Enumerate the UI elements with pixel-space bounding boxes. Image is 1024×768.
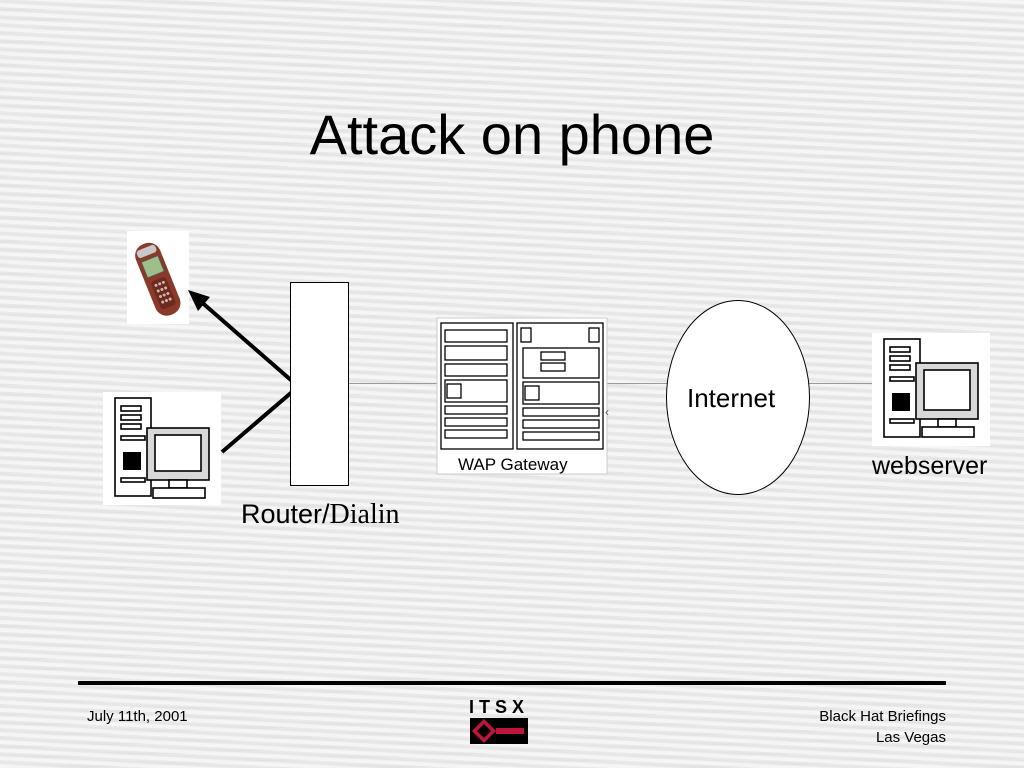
footer-date: July 11th, 2001 bbox=[87, 708, 188, 725]
mobile-phone-icon bbox=[127, 231, 189, 324]
svg-text:‹: ‹ bbox=[605, 405, 609, 419]
footer-divider bbox=[78, 681, 946, 685]
attack-arrow-to-phone bbox=[188, 290, 294, 383]
desktop-computer-icon bbox=[103, 392, 221, 505]
slide-title: Attack on phone bbox=[309, 103, 715, 166]
server-rack-icon: ‹ bbox=[436, 317, 609, 475]
webserver-computer-icon bbox=[872, 333, 990, 446]
router-label: Router/Dialin bbox=[241, 499, 400, 530]
itsx-logo: ITSX bbox=[469, 697, 529, 744]
link-gateway-internet bbox=[606, 383, 667, 384]
footer-location: Las Vegas bbox=[875, 729, 946, 746]
footer-event: Black Hat Briefings Las Vegas bbox=[819, 706, 946, 748]
router-box bbox=[290, 282, 349, 486]
internet-label: Internet bbox=[687, 383, 776, 413]
attack-line-from-pc bbox=[220, 390, 294, 454]
footer-event-name: Black Hat Briefings bbox=[819, 708, 946, 725]
link-internet-webserver bbox=[809, 383, 872, 384]
internet-cloud bbox=[666, 300, 810, 495]
link-router-gateway bbox=[349, 383, 439, 384]
gateway-label: WAP Gateway bbox=[458, 455, 568, 474]
svg-text:ITSX: ITSX bbox=[469, 697, 529, 717]
webserver-label: webserver bbox=[872, 452, 988, 480]
